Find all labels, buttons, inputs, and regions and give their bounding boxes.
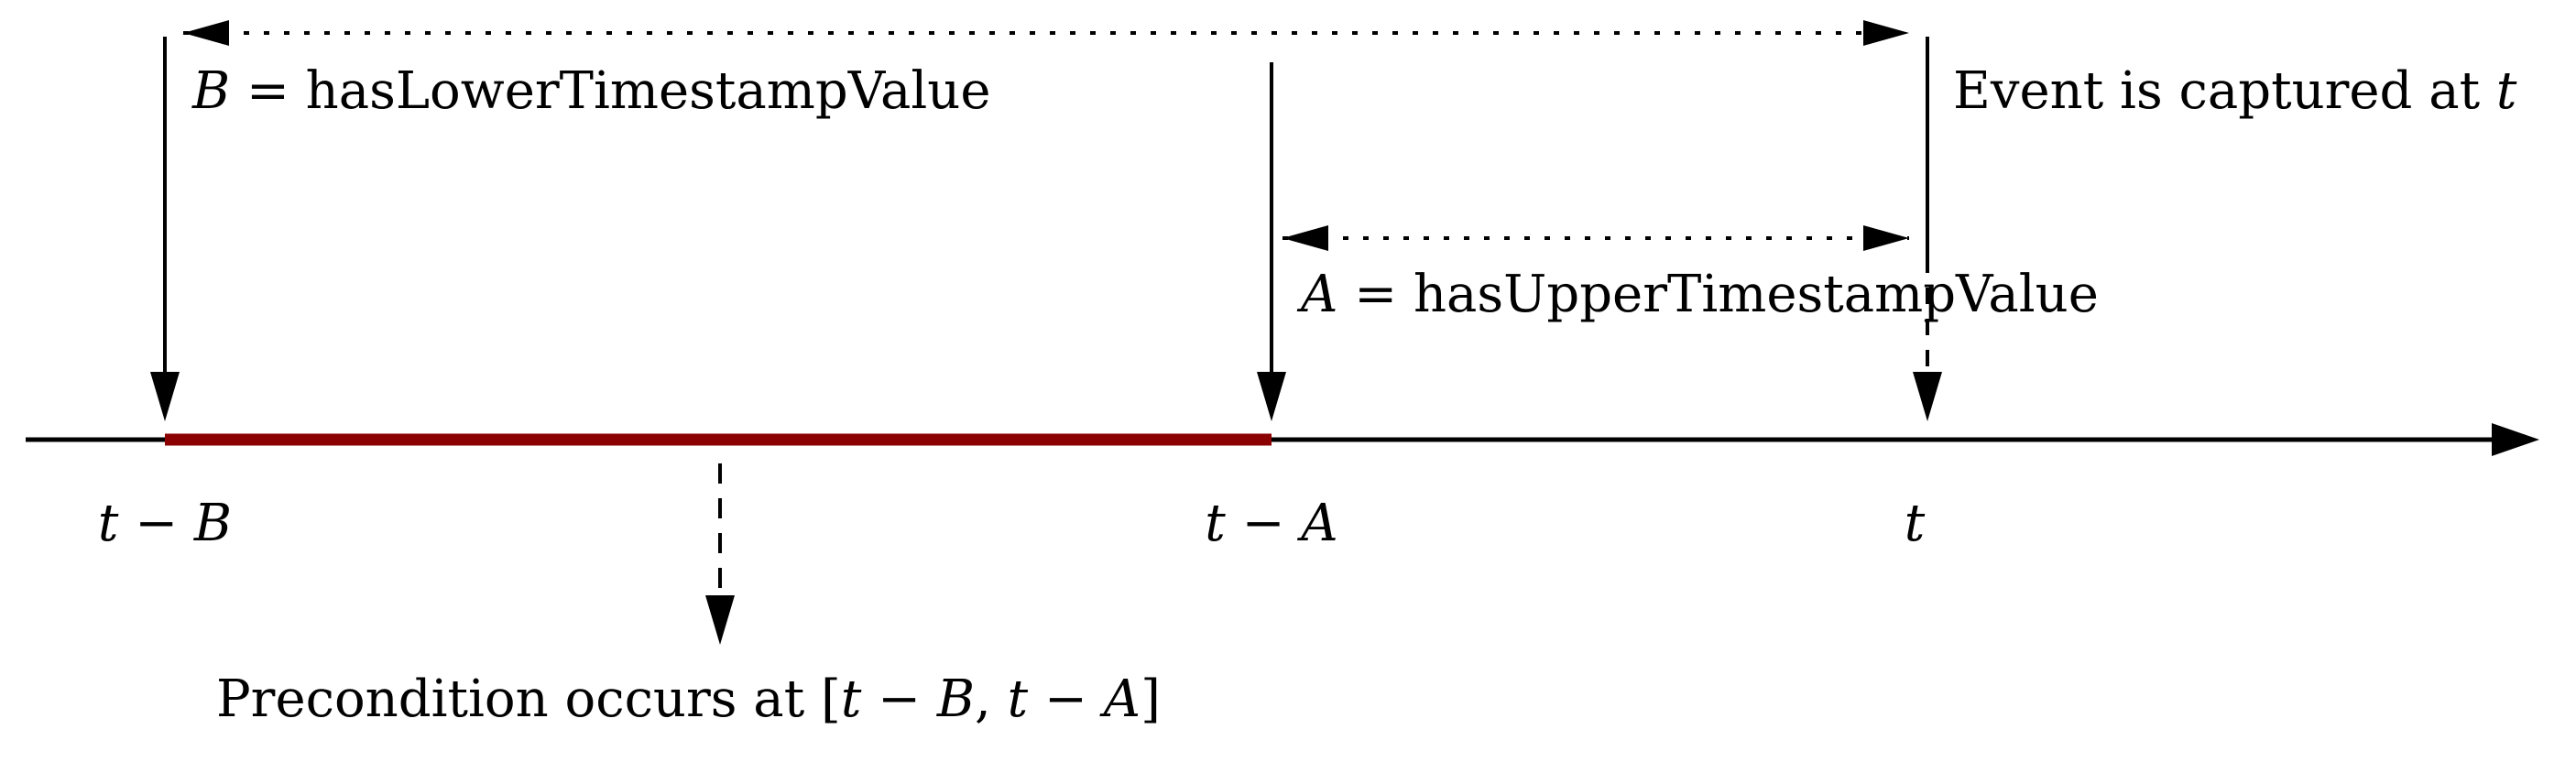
precondition-text: Precondition occurs at [	[216, 669, 841, 729]
tick-label-t-minus-a: t − A	[1205, 494, 1337, 553]
precondition-sep: ,	[975, 669, 1008, 729]
time-axis-arrowhead	[2492, 423, 2539, 456]
tick-label-t: t	[1905, 494, 1926, 553]
marker-arrow-t-minus-b	[150, 372, 180, 421]
span-b-right-arrowhead	[1863, 20, 1909, 46]
upper-eq: = hasUpperTimestampValue	[1337, 265, 2098, 324]
event-label: Event is captured at t	[1953, 61, 2517, 121]
precondition-start: t − B	[841, 669, 975, 729]
upper-var: A	[1296, 265, 1337, 324]
event-var: t	[2496, 61, 2517, 121]
precondition-end: t − A	[1008, 669, 1141, 729]
marker-arrow-t-minus-a	[1257, 372, 1286, 421]
lower-timestamp-label: B = hasLowerTimestampValue	[191, 61, 991, 121]
tick-label-t-minus-b: t − B	[98, 494, 232, 553]
event-text: Event is captured at	[1953, 61, 2496, 121]
lower-var: B	[191, 61, 230, 121]
precondition-label: Precondition occurs at [t − B, t − A]	[216, 669, 1161, 729]
lower-eq: = hasLowerTimestampValue	[230, 61, 990, 121]
span-a-left-arrowhead	[1283, 225, 1328, 251]
precondition-arrowhead	[705, 595, 735, 645]
span-a-right-arrowhead	[1863, 225, 1909, 251]
marker-arrow-t	[1913, 372, 1942, 421]
precondition-close: ]	[1141, 669, 1161, 729]
span-b-left-arrowhead	[183, 20, 229, 46]
upper-timestamp-label: A = hasUpperTimestampValue	[1296, 265, 2099, 324]
